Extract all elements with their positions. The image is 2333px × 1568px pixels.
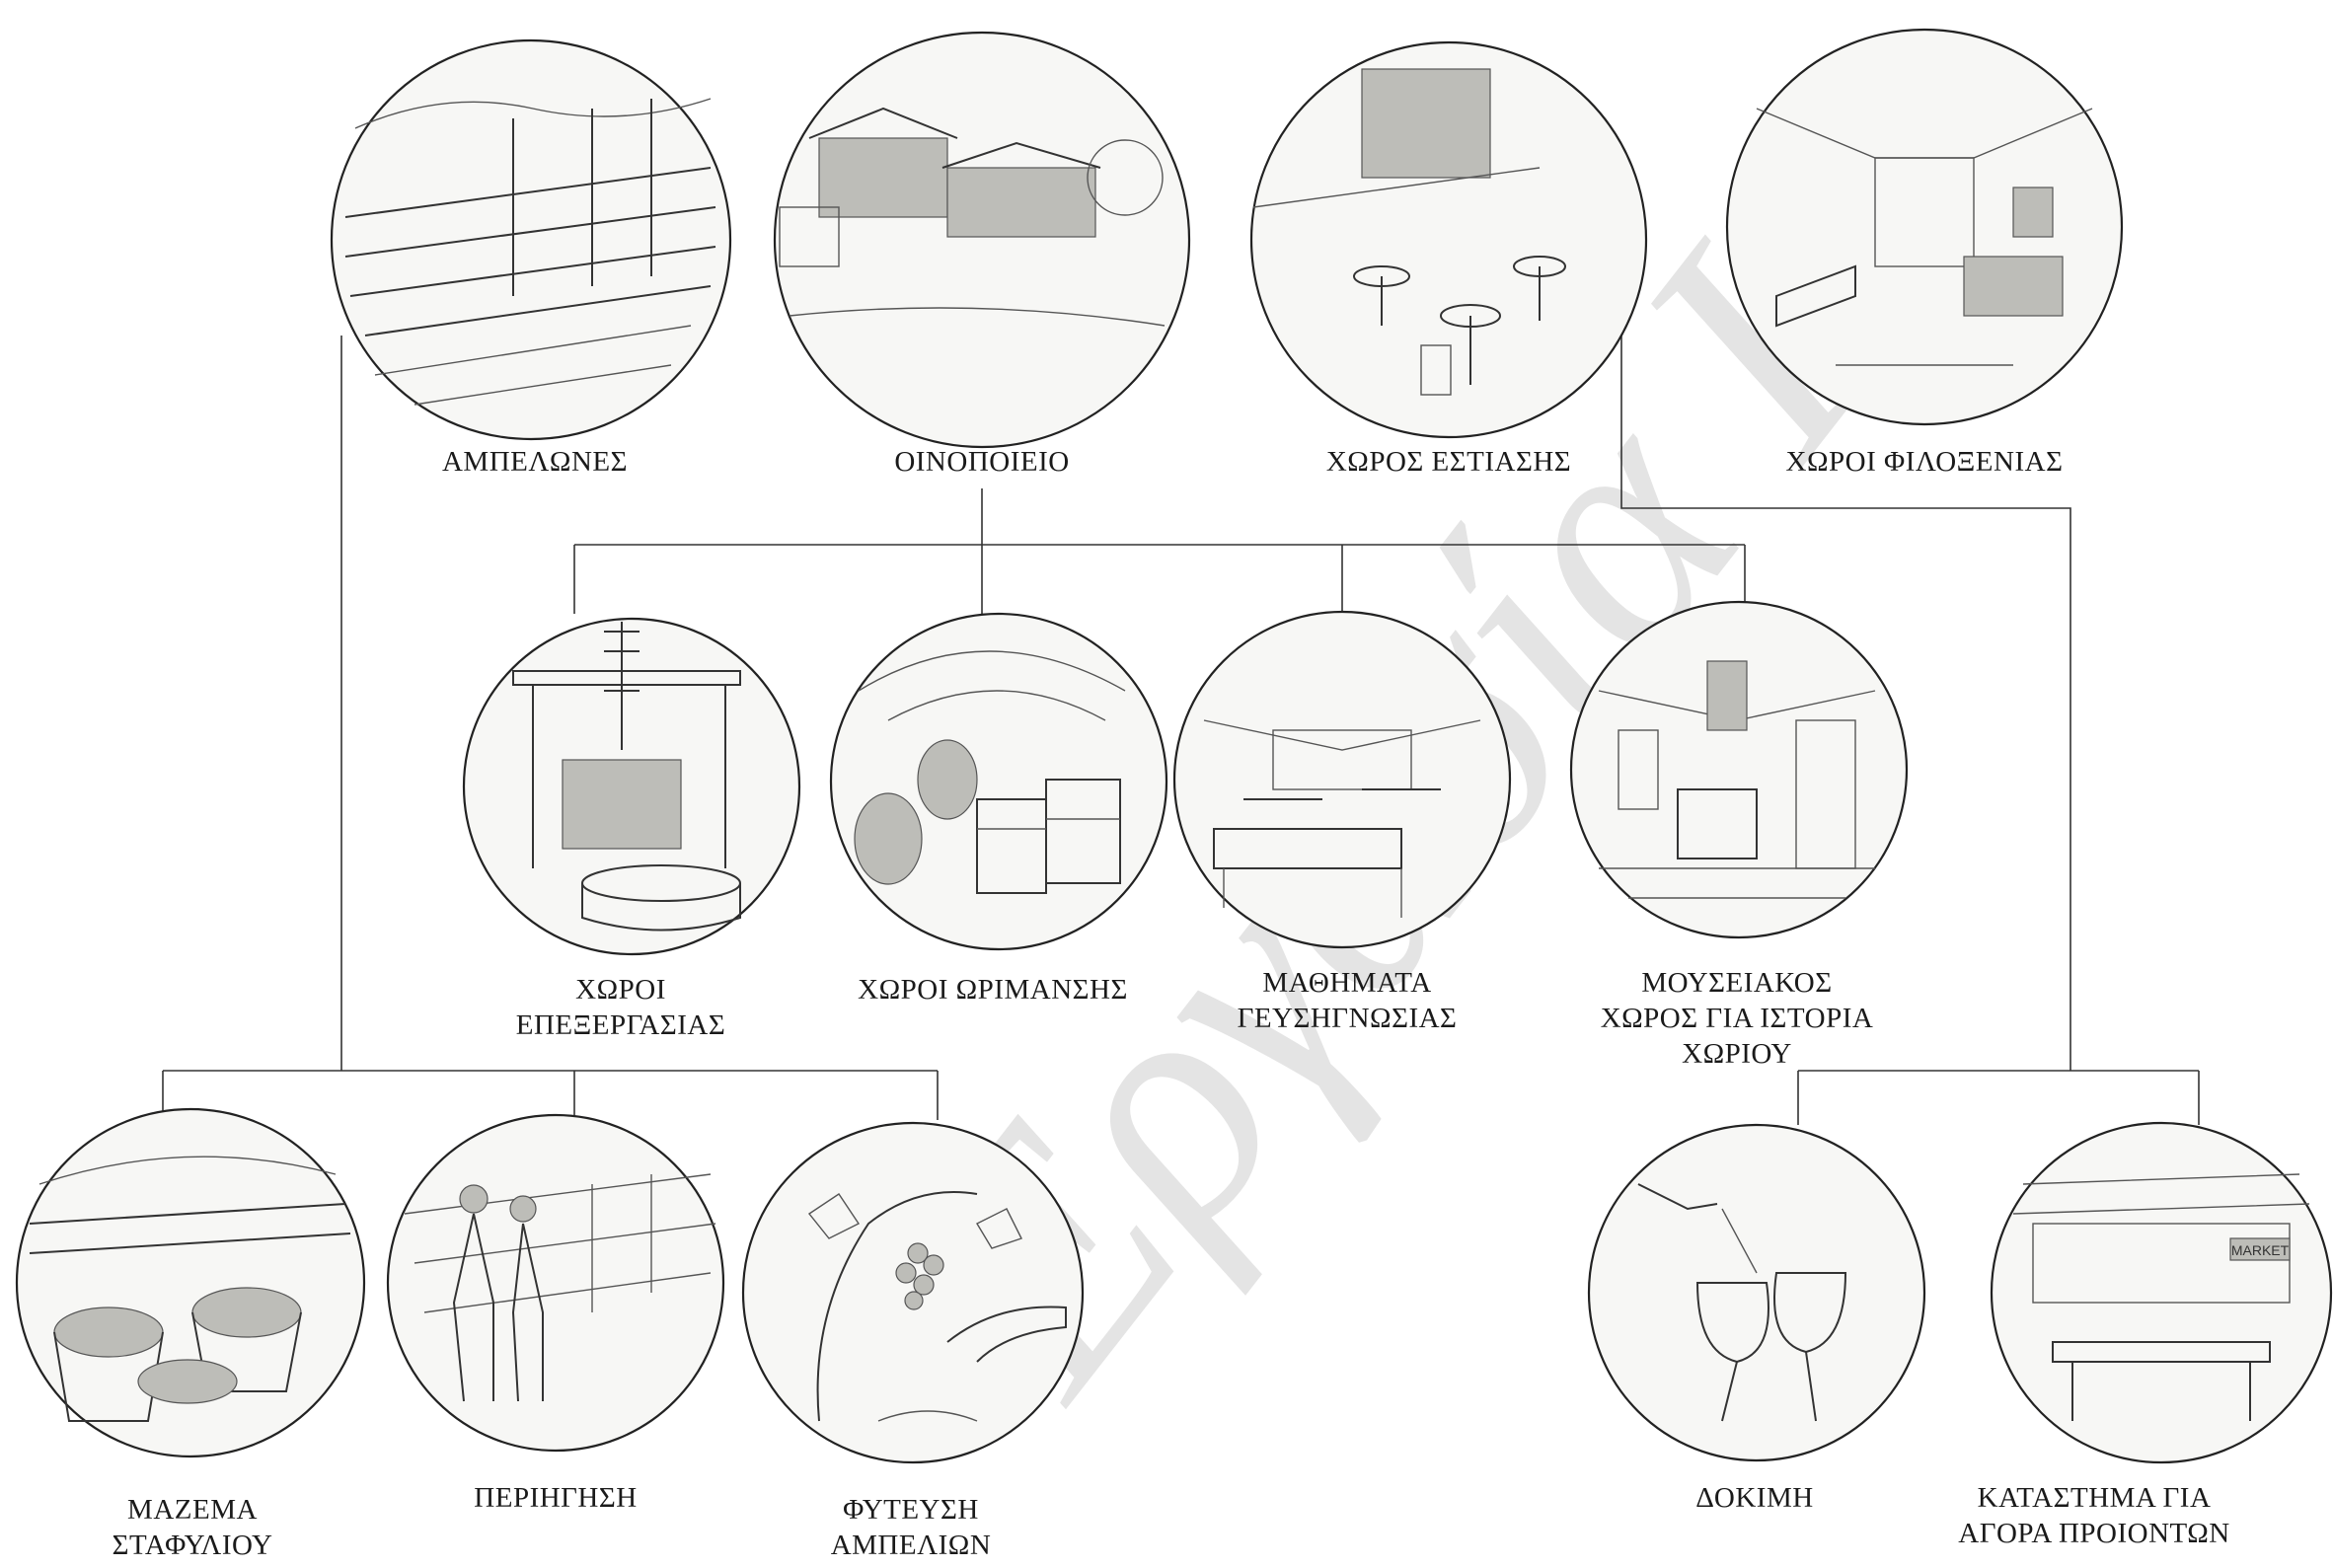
label-dining: ΧΩΡΟΣ ΕΣΤΙΑΣΗΣ [1222, 444, 1676, 480]
classroom-illustration [1203, 719, 1481, 918]
node-tasting-lessons [1172, 610, 1512, 949]
label-tasting-lessons: ΜΑΘΗΜΑΤΑ ΓΕΥΣΗΓΝΩΣΙΑΣ [1120, 965, 1574, 1036]
label-line: ΦΥΤΕΥΣΗ [843, 1494, 979, 1526]
label-line: ΟΙΝΟΠΟΙΕΙΟ [894, 446, 1070, 478]
label-line: ΜΟΥΣΕΙΑΚΟΣ [1641, 967, 1833, 999]
label-line: ΑΜΠΕΛΩΝΕΣ [441, 446, 628, 478]
node-harvest [15, 1107, 366, 1458]
label-line: ΧΩΡΟΙ [575, 974, 666, 1006]
label-tasting: ΔΟΚΙΜΗ [1528, 1480, 1982, 1516]
label-shop: ΚΑΤΑΣΤΗΜΑ ΓΙΑ ΑΓΟΡΑ ΠΡΟΙΟΝΤΩΝ [1867, 1480, 2321, 1551]
node-tasting [1587, 1123, 1926, 1462]
label-line: ΜΑΖΕΜΑ [127, 1494, 258, 1526]
label-line: ΜΑΘΗΜΑΤΑ [1262, 967, 1432, 999]
label-line: ΣΤΑΦΥΛΙΟΥ [112, 1530, 273, 1561]
label-aging: ΧΩΡΟΙ ΩΡΙΜΑΝΣΗΣ [766, 972, 1220, 1008]
node-vineyards [330, 38, 732, 441]
node-tour [386, 1113, 725, 1453]
vineyard-rows-illustration [344, 98, 716, 406]
label-winery: ΟΙΝΟΠΟΙΕΙΟ [755, 444, 1209, 480]
label-hospitality: ΧΩΡΟΙ ΦΙΛΟΞΕΝΙΑΣ [1697, 444, 2151, 480]
vine-planting-illustration [807, 1191, 1067, 1422]
wine-press-illustration [512, 622, 741, 932]
node-planting [741, 1121, 1085, 1464]
label-line: ΚΑΤΑΣΤΗΜΑ ΓΙΑ [1977, 1482, 2212, 1514]
wine-glasses-illustration [1637, 1183, 1847, 1422]
lounge-room-illustration [1756, 108, 2093, 366]
market-sign-text: MARKET [2231, 1242, 2290, 1258]
label-museum: ΜΟΥΣΕΙΑΚΟΣ ΧΩΡΟΣ ΓΙΑ ΙΣΤΟΡΙΑ ΧΩΡΙΟΥ [1510, 965, 1964, 1072]
label-line: ΓΕΥΣΗΓΝΩΣΙΑΣ [1237, 1003, 1458, 1034]
grape-baskets-illustration [29, 1156, 351, 1422]
label-harvest: ΜΑΖΕΜΑ ΣΤΑΦΥΛΙΟΥ [0, 1492, 419, 1563]
label-line: ΧΩΡΟΙ ΦΙΛΟΞΕΝΙΑΣ [1785, 446, 2064, 478]
label-line: ΧΩΡΟΙ ΩΡΙΜΑΝΣΗΣ [858, 974, 1128, 1006]
node-winery [773, 31, 1191, 449]
walking-couple-illustration [404, 1173, 716, 1402]
node-dining [1249, 40, 1648, 439]
connector-dining-right [1620, 336, 2071, 1071]
node-museum [1569, 600, 1909, 939]
label-processing: ΧΩΡΟΙ ΕΠΕΞΕΡΓΑΣΙΑΣ [394, 972, 848, 1043]
node-aging [829, 612, 1168, 951]
label-planting: ΦΥΤΕΥΣΗ ΑΜΠΕΛΙΩΝ [684, 1492, 1138, 1563]
label-line: ΧΩΡΟΣ ΓΙΑ ΙΣΤΟΡΙΑ [1600, 1003, 1874, 1034]
connectors [162, 336, 2200, 1125]
market-store-illustration: MARKET [2012, 1173, 2310, 1421]
label-line: ΔΟΚΙΜΗ [1695, 1482, 1814, 1514]
node-processing [462, 617, 801, 956]
label-line: ΧΩΡΙΟΥ [1682, 1038, 1792, 1070]
label-line: ΕΠΕΞΕΡΓΑΣΙΑΣ [515, 1009, 726, 1041]
museum-interior-illustration [1598, 660, 1876, 899]
label-line: ΧΩΡΟΣ ΕΣΤΙΑΣΗΣ [1325, 446, 1572, 478]
label-line: ΑΓΟΡΑ ΠΡΟΙΟΝΤΩΝ [1958, 1518, 2230, 1549]
label-line: ΑΜΠΕΛΙΩΝ [830, 1530, 992, 1561]
label-vineyards: ΑΜΠΕΛΩΝΕΣ [308, 444, 762, 480]
node-shop: MARKET [1990, 1121, 2333, 1464]
label-tour: ΠΕΡΙΗΓΗΣΗ [329, 1480, 783, 1516]
node-hospitality [1725, 28, 2124, 426]
winery-building-illustration [779, 107, 1166, 327]
dining-tables-illustration [1252, 68, 1566, 396]
label-line: ΠΕΡΙΗΓΗΣΗ [474, 1482, 638, 1514]
barrel-cellar-illustration [854, 650, 1126, 894]
